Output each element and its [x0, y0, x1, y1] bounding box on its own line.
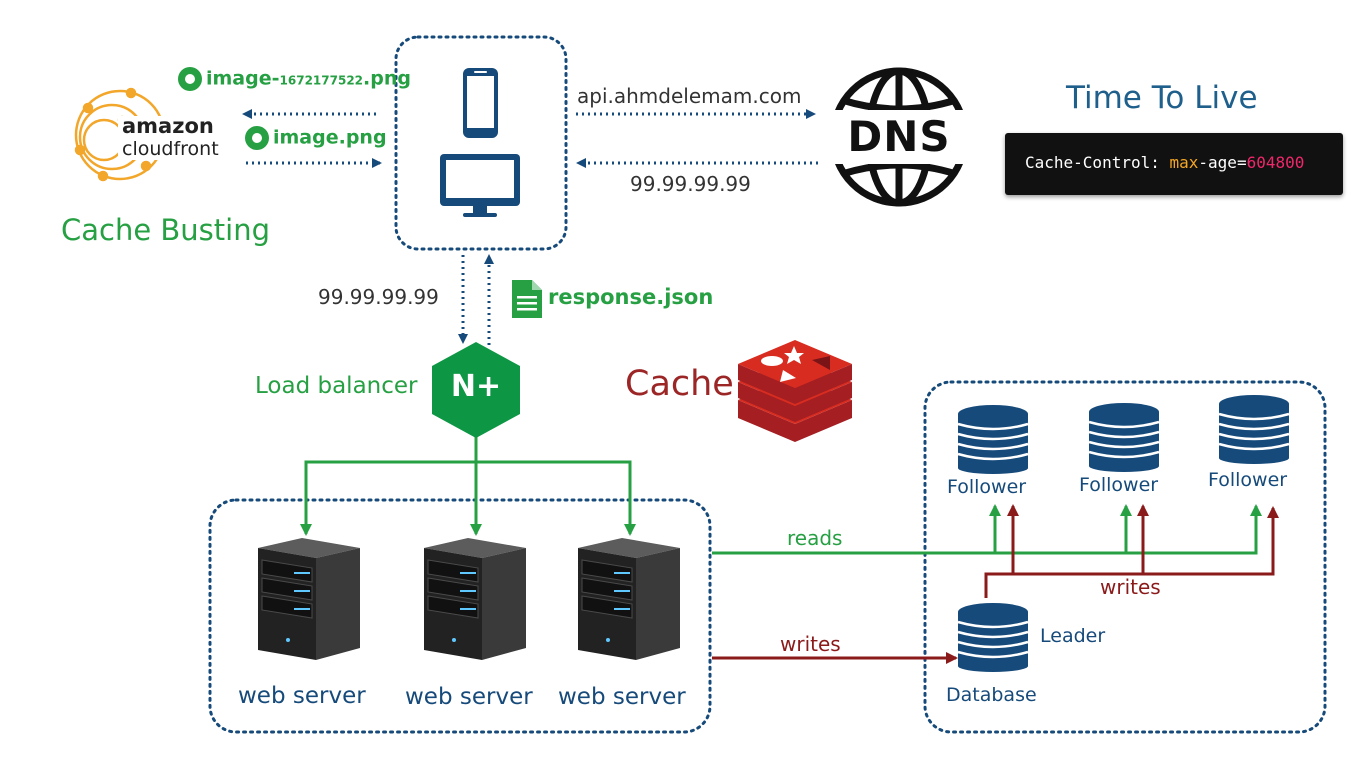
- image-icon: [245, 126, 269, 150]
- image-ext: .png: [363, 67, 411, 90]
- image-prefix: image-: [206, 67, 280, 90]
- image-version: 1672177522: [279, 73, 364, 88]
- database-icon: [957, 405, 1029, 474]
- document-icon: [512, 280, 542, 318]
- database-icon: [957, 603, 1029, 672]
- code-value: 604800: [1246, 153, 1305, 172]
- cache-label: Cache: [625, 364, 734, 404]
- writes-label-leader: writes: [780, 632, 841, 656]
- cloudfront-logo-line1: amazon: [122, 114, 214, 138]
- versioned-image-label: image-1672177522.png: [177, 66, 411, 92]
- database-box: [923, 380, 1327, 734]
- server-icon: [424, 538, 526, 660]
- database-icon: [1218, 395, 1290, 464]
- code-directive: max: [1169, 153, 1199, 172]
- nginx-logo-text: N+: [450, 369, 502, 404]
- follower-label-1: Follower: [947, 476, 1027, 498]
- leader-label: Leader: [1040, 625, 1106, 647]
- web-server-label-1: web server: [238, 683, 366, 709]
- dns-logo-text: DNS: [847, 112, 951, 161]
- lb-distribution-lines: [300, 432, 636, 536]
- database-label: Database: [946, 684, 1037, 706]
- redis-icon: [738, 340, 852, 442]
- web-server-label-3: web server: [558, 684, 686, 710]
- dns-query-label: api.ahmdelemam.com: [577, 84, 802, 108]
- replication-lines: [984, 504, 1279, 598]
- follower-label-2: Follower: [1079, 474, 1159, 496]
- follower-label-3: Follower: [1208, 469, 1288, 491]
- desktop-monitor-icon: [440, 154, 520, 217]
- server-icon: [258, 538, 360, 660]
- web-server-label-2: web server: [405, 684, 533, 710]
- client-lb-ip-label: 99.99.99.99: [318, 285, 439, 309]
- nginx-icon: [432, 342, 520, 438]
- plain-image-label: image.png: [244, 125, 387, 151]
- dns-answer-label: 99.99.99.99: [630, 172, 751, 196]
- cache-busting-label: Cache Busting: [61, 213, 271, 247]
- mobile-phone-icon: [463, 68, 498, 138]
- load-balancer-label: Load balancer: [255, 373, 418, 399]
- cache-control-code: Cache-Control: max-age=604800: [1025, 153, 1304, 172]
- image-icon: [178, 67, 202, 91]
- response-file-label: response.json: [548, 285, 714, 309]
- web-server-box: [208, 498, 712, 734]
- cache-control-code-box: Cache-Control: max-age=604800: [1005, 133, 1343, 195]
- code-sep: -age=: [1198, 153, 1247, 172]
- writes-label-replication: writes: [1100, 575, 1161, 599]
- dns-label-band: [826, 110, 972, 164]
- code-key: Cache-Control:: [1025, 153, 1170, 172]
- ttl-title: Time To Live: [1066, 80, 1258, 116]
- database-icon: [1088, 403, 1160, 472]
- image-plain-text: image.png: [273, 126, 387, 149]
- reads-label: reads: [787, 526, 843, 550]
- server-icon: [578, 538, 680, 660]
- client-box: [394, 35, 568, 251]
- cloudfront-logo-line2: cloudfront: [122, 138, 219, 160]
- cloudfront-text-bg: [118, 116, 222, 160]
- reads-lines: [712, 504, 1262, 555]
